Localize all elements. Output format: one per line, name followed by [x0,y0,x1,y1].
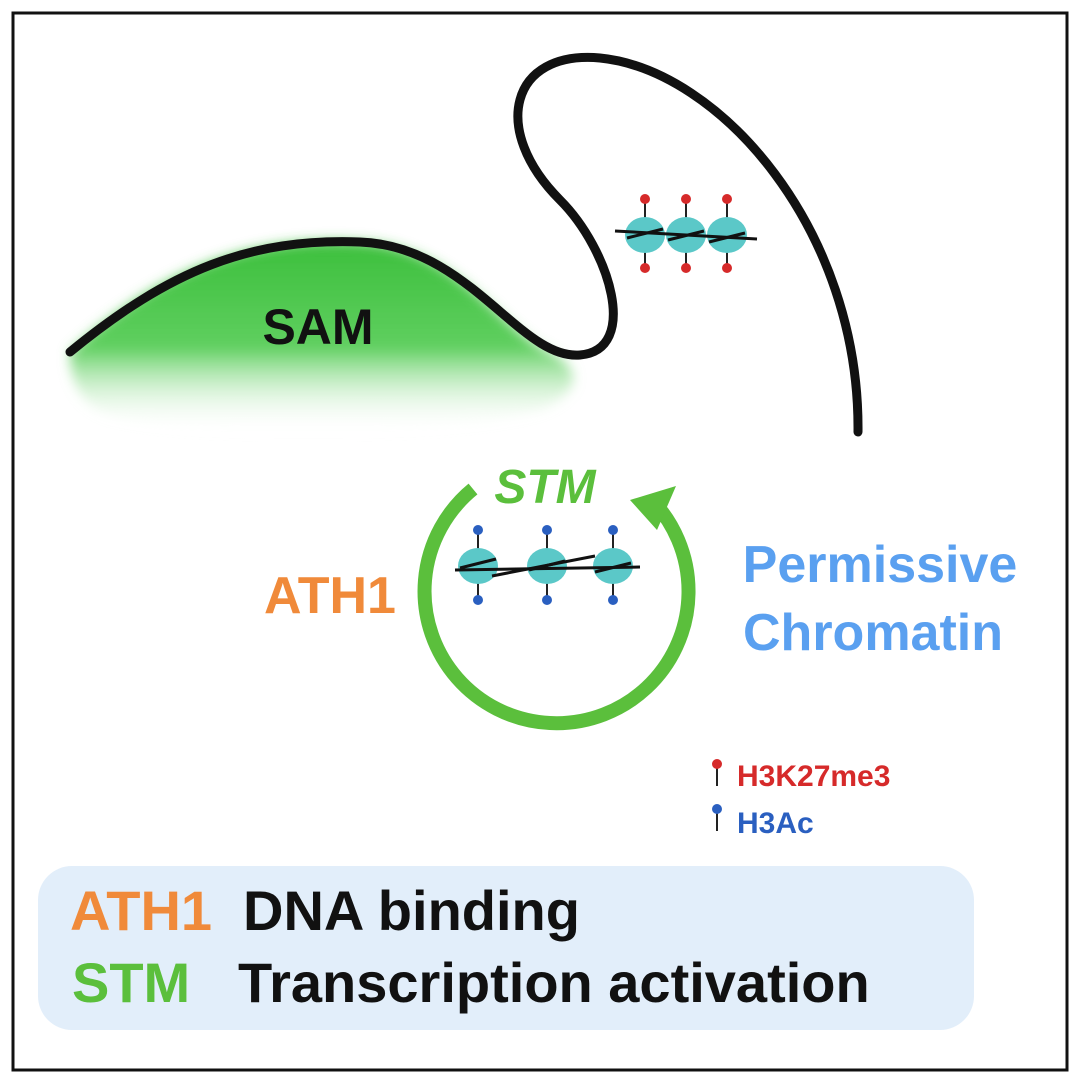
dna-wrap [594,561,632,574]
h3k27me3-mark [722,194,732,204]
dna-wrap [626,227,664,240]
h3k27me3-mark [681,194,691,204]
summary-row1-role: DNA binding [243,879,580,942]
outer-frame [11,11,1069,1072]
dna-wrap [708,231,746,244]
summary-row1-factor: ATH1 [70,879,212,942]
nucleosome [707,217,747,253]
legend: H3K27me3 H3Ac [712,759,890,840]
stm-arrow-head [630,486,676,530]
nucleosome [458,548,498,584]
stm-feedback-arrow [417,483,696,731]
plant-outline [65,52,863,437]
summary-row2-role: Transcription activation [238,951,870,1014]
dna-wrap [459,557,497,570]
h3ac-mark [473,595,483,605]
summary-row2-factor: STM [72,951,190,1014]
repressed-chromatin [614,194,758,273]
h3ac-mark [542,525,552,535]
h3k27me3-mark [681,263,691,273]
h3k27me3-mark [640,194,650,204]
sam-meristem-fill [70,241,574,434]
legend-h3ac-icon [712,804,722,814]
h3ac-mark [473,525,483,535]
stm-cycle-label: STM [494,461,596,514]
permissive-chromatin [454,525,641,605]
ath1-side-label: ATH1 [264,567,396,625]
h3ac-mark [542,595,552,605]
h3ac-mark [608,595,618,605]
h3k27me3-mark [722,263,732,273]
legend-h3ac-label: H3Ac [737,807,814,840]
dna-wrap [528,559,566,572]
legend-h3k27me3-icon [712,759,722,769]
dna-wrap [667,229,705,242]
summary-box [38,866,974,1030]
chromatin-label: Chromatin [743,604,1003,662]
h3k27me3-mark [640,263,650,273]
h3ac-mark [608,525,618,535]
legend-h3k27me3-label: H3K27me3 [737,760,890,793]
permissive-label: Permissive [743,536,1018,594]
sam-label: SAM [262,299,373,355]
